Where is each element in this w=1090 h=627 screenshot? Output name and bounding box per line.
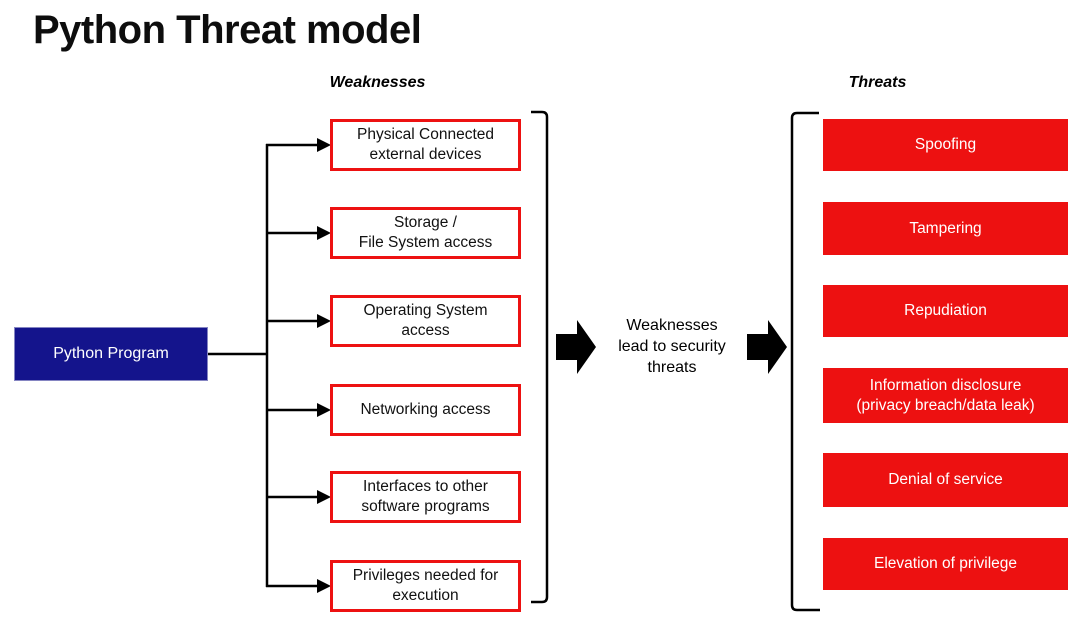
threats-bracket [790,111,820,612]
middle-caption: Weaknesses lead to security threats [618,317,726,376]
branch-arrows [266,138,331,593]
weakness-box-physical-devices: Physical Connected external devices [330,119,521,171]
flow-arrow-left [556,320,596,374]
weakness-box-networking: Networking access [330,384,521,436]
weaknesses-column-label: Weaknesses [329,74,426,91]
python-program-node: Python Program [14,327,208,381]
threat-box-tampering: Tampering [823,202,1068,255]
weakness-box-software-interfaces: Interfaces to other software programs [330,471,521,523]
threat-box-information-disclosure: Information disclosure (privacy breach/d… [823,368,1068,423]
diagram-title: Python Threat model [33,8,422,52]
threat-box-repudiation: Repudiation [823,285,1068,337]
threat-box-denial-of-service: Denial of service [823,453,1068,507]
flow-arrow-right [747,320,787,374]
weakness-box-privileges: Privileges needed for execution [330,560,521,612]
weakness-box-storage-filesystem: Storage / File System access [330,207,521,259]
threats-column-label: Threats [848,74,907,91]
threat-box-spoofing: Spoofing [823,119,1068,171]
weakness-box-operating-system: Operating System access [330,295,521,347]
weaknesses-bracket [531,110,549,604]
threat-box-elevation-of-privilege: Elevation of privilege [823,538,1068,590]
